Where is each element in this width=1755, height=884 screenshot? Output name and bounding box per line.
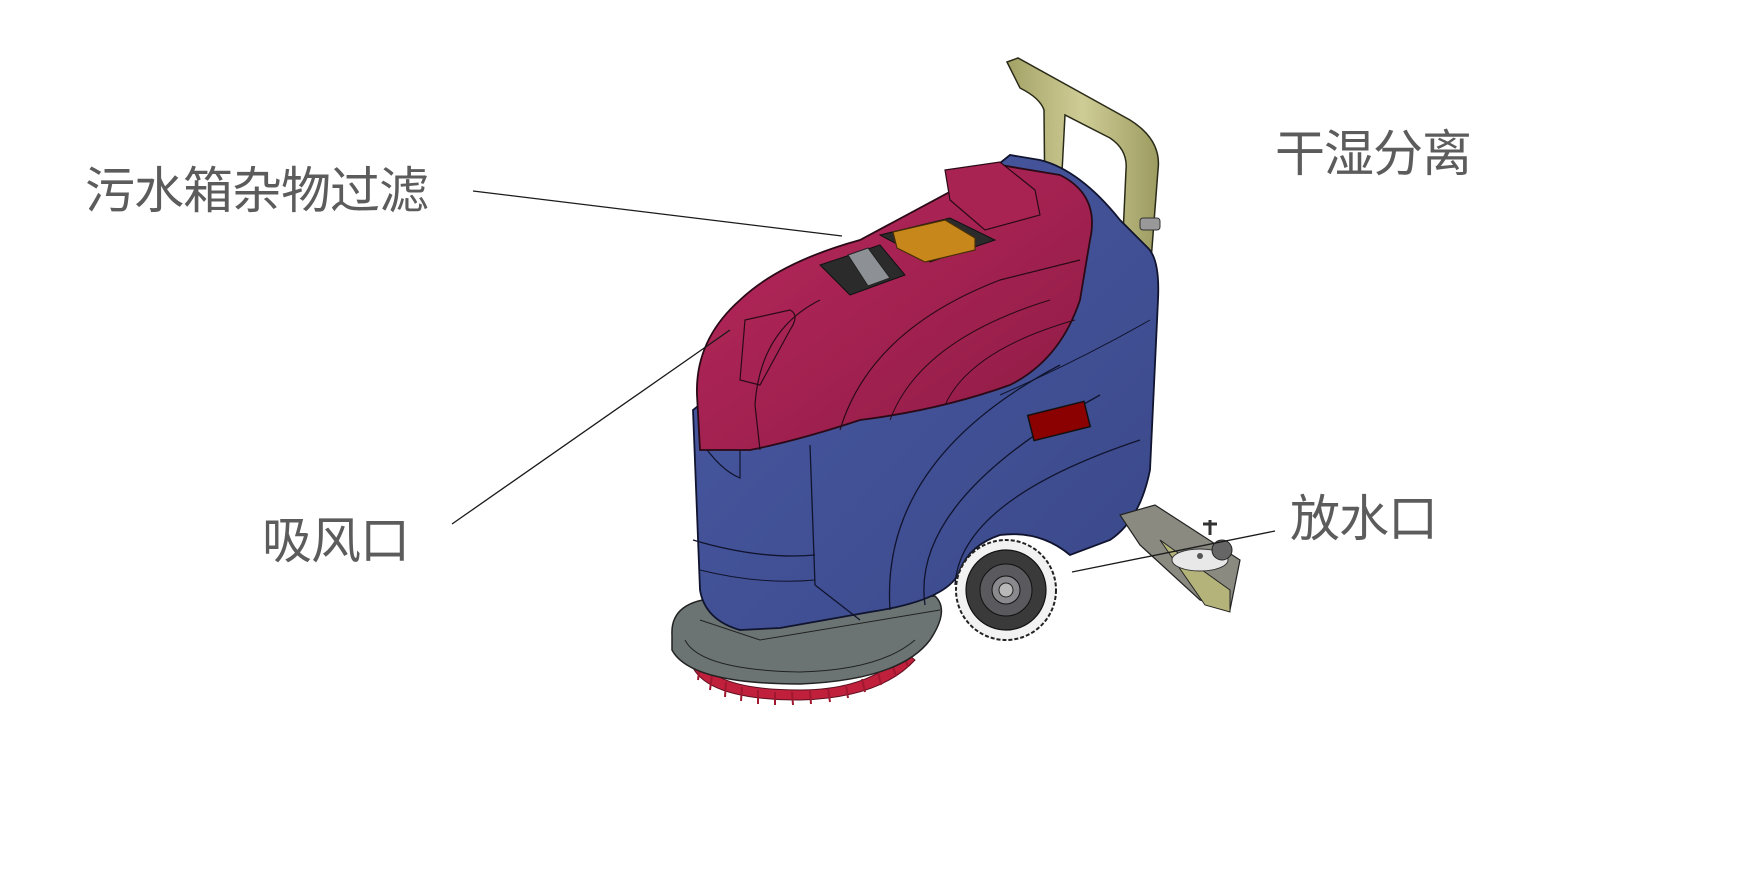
filter-lid [878, 217, 997, 263]
label-dry-wet-separation: 干湿分离 [1275, 125, 1472, 183]
label-suction-inlet: 吸风口 [262, 512, 410, 570]
recovery-tank [696, 161, 1093, 451]
filter-opening [819, 244, 906, 296]
leader-suction-inlet [451, 329, 731, 525]
leader-debris-filter [472, 190, 843, 237]
rear-wheel [955, 539, 1057, 641]
squeegee-assembly [1119, 504, 1241, 613]
label-debris-filter: 污水箱杂物过滤 [85, 162, 429, 220]
indicator-plate [1026, 400, 1092, 442]
leader-lines [451, 190, 1276, 573]
leader-drain-outlet [1071, 530, 1276, 573]
label-drain-outlet: 放水口 [1290, 490, 1438, 548]
